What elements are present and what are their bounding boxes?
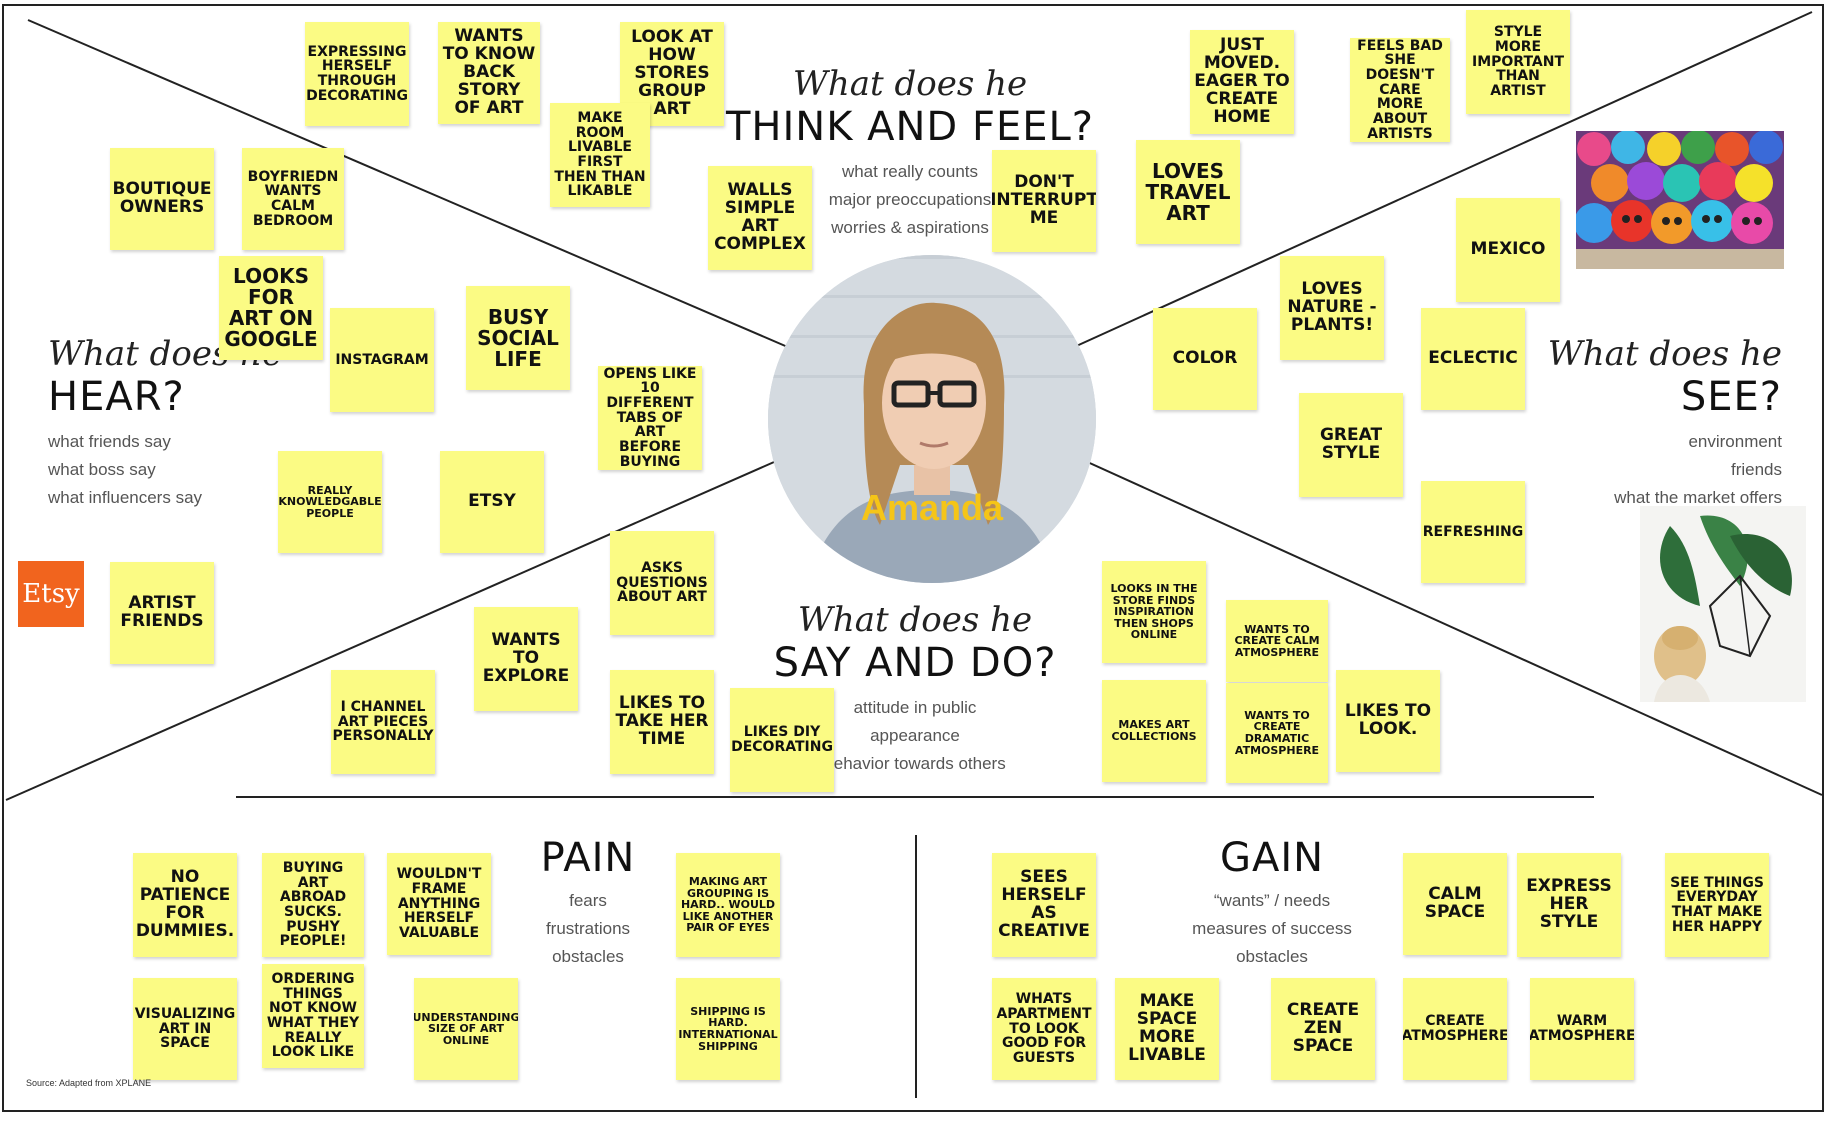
- sugar-skulls-photo: [1576, 131, 1784, 269]
- sticky-note[interactable]: Just moved. Eager to create home: [1190, 30, 1294, 134]
- see-line: friends: [1730, 460, 1782, 479]
- sticky-note[interactable]: Expressing herself through decorating: [305, 22, 409, 126]
- say-title: SAY AND DO?: [773, 640, 1057, 686]
- sticky-note[interactable]: Don't interrupt me: [992, 150, 1096, 252]
- sticky-note[interactable]: Style more important than artist: [1466, 10, 1570, 114]
- sticky-note[interactable]: Really knowledgable people: [278, 451, 382, 553]
- sticky-note[interactable]: Likes to take her time: [610, 670, 714, 774]
- sticky-note[interactable]: Etsy: [440, 451, 544, 553]
- hear-line: what influencers say: [48, 488, 203, 507]
- sticky-note[interactable]: Sees herself as creative: [992, 853, 1096, 957]
- sticky-note[interactable]: Create zen space: [1271, 978, 1375, 1080]
- think-line: major preoccupations: [828, 190, 992, 209]
- sticky-note[interactable]: Busy social life: [466, 286, 570, 390]
- think-title: THINK AND FEEL?: [725, 104, 1095, 150]
- sticky-note[interactable]: Boutique owners: [110, 148, 214, 250]
- hear-title: HEAR?: [48, 374, 185, 420]
- sticky-note[interactable]: Refreshing: [1421, 481, 1525, 583]
- plant-photo: [1640, 506, 1806, 702]
- sticky-note[interactable]: Visualizing art in space: [133, 978, 237, 1080]
- sticky-note[interactable]: Wants to explore: [474, 607, 578, 711]
- pain-line: obstacles: [552, 947, 624, 966]
- sticky-note[interactable]: Look at how stores group art: [620, 22, 724, 126]
- sticky-note[interactable]: Make space more livable: [1115, 978, 1219, 1080]
- sticky-note[interactable]: Walls simple art complex: [708, 166, 812, 270]
- see-script: What does he: [1547, 334, 1782, 374]
- persona-name: Amanda: [860, 487, 1004, 528]
- sticky-note[interactable]: Wants to create dramatic atmosphere: [1226, 683, 1328, 783]
- sticky-note[interactable]: Looks in the store finds inspiration the…: [1102, 561, 1206, 663]
- say-line: attitude in public: [853, 698, 977, 717]
- sticky-note[interactable]: Eclectic: [1421, 308, 1525, 410]
- pain-heading: PAIN fears frustrations obstacles: [490, 835, 686, 971]
- sticky-note[interactable]: Making art grouping is hard.. would like…: [676, 853, 780, 957]
- sticky-note[interactable]: Asks questions about art: [610, 531, 714, 635]
- sticky-note[interactable]: Great style: [1299, 393, 1403, 497]
- pain-line: fears: [569, 891, 607, 910]
- sticky-note[interactable]: Opens like 10 different tabs of art befo…: [598, 366, 702, 470]
- sticky-note[interactable]: Shipping is hard. International shipping: [676, 978, 780, 1080]
- sticky-note[interactable]: Express her style: [1517, 853, 1621, 957]
- gain-line: “wants” / needs: [1213, 891, 1331, 910]
- sticky-note[interactable]: Loves nature - plants!: [1280, 256, 1384, 360]
- sticky-note[interactable]: Artist friends: [110, 562, 214, 664]
- sticky-note[interactable]: Makes art collections: [1102, 680, 1206, 782]
- think-script: What does he: [792, 64, 1028, 104]
- etsy-logo: Etsy: [18, 561, 84, 627]
- sticky-note[interactable]: Buying art abroad sucks. Pushy people!: [262, 853, 364, 957]
- say-line: appearance: [870, 726, 960, 745]
- pain-title: PAIN: [540, 835, 636, 881]
- sticky-note[interactable]: Likes DIY decorating: [730, 688, 834, 792]
- sticky-note[interactable]: Looks for art on Google: [219, 256, 323, 360]
- sticky-note[interactable]: Understanding size of art online: [414, 978, 518, 1080]
- sticky-note[interactable]: I channel art pieces personally: [331, 670, 435, 774]
- hear-line: what boss say: [48, 460, 156, 479]
- persona-photo-icon: [768, 255, 1096, 583]
- source-caption: Source: Adapted from XPLANE: [26, 1078, 152, 1088]
- sticky-note[interactable]: Feels bad she doesn't care more about ar…: [1350, 38, 1450, 142]
- think-line: what really counts: [841, 162, 979, 181]
- sticky-note[interactable]: No patience for dummies.: [133, 853, 237, 957]
- think-heading: What does he THINK AND FEEL? what really…: [680, 64, 1140, 242]
- sticky-note[interactable]: Mexico: [1456, 198, 1560, 302]
- gain-line: obstacles: [1236, 947, 1308, 966]
- sticky-note[interactable]: Warm atmosphere: [1530, 978, 1634, 1080]
- plant-icon: [1640, 506, 1806, 702]
- see-line: what the market offers: [1614, 488, 1782, 507]
- gain-heading: GAIN “wants” / needs measures of success…: [1150, 835, 1394, 971]
- see-heading: What does he SEE? environment friends wh…: [1530, 334, 1782, 512]
- say-heading: What does he SAY AND DO? attitude in pub…: [700, 600, 1130, 778]
- sticky-note[interactable]: Color: [1153, 308, 1257, 410]
- gain-title: GAIN: [1219, 835, 1325, 881]
- sticky-note[interactable]: Wants to know back story of art: [438, 22, 540, 124]
- sticky-note[interactable]: Likes to look.: [1336, 670, 1440, 772]
- sticky-note[interactable]: Make room livable first then than likabl…: [550, 103, 650, 207]
- sticky-note[interactable]: Instagram: [330, 308, 434, 412]
- sticky-note[interactable]: Loves travel art: [1136, 140, 1240, 244]
- pain-line: frustrations: [545, 919, 631, 938]
- sticky-note[interactable]: Ordering things not know what they reall…: [262, 964, 364, 1068]
- sticky-note[interactable]: See things everyday that make her happy: [1665, 853, 1769, 957]
- sticky-note[interactable]: Calm space: [1403, 853, 1507, 955]
- sticky-note[interactable]: Wants to create calm atmosphere: [1226, 600, 1328, 682]
- see-title: SEE?: [1680, 374, 1782, 420]
- gain-line: measures of success: [1192, 919, 1352, 938]
- sticky-note[interactable]: Wouldn't frame anything herself valuable: [387, 853, 491, 955]
- think-line: worries & aspirations: [831, 218, 989, 237]
- sugar-skulls-icon: [1576, 131, 1784, 269]
- persona-avatar: Amanda: [768, 255, 1096, 583]
- hear-heading: What does he HEAR? what friends say what…: [48, 334, 298, 512]
- see-line: environment: [1688, 432, 1782, 451]
- sticky-note[interactable]: Boyfriedn wants calm bedroom: [242, 148, 344, 250]
- hear-line: what friends say: [48, 432, 171, 451]
- sticky-note[interactable]: Create atmosphere: [1403, 978, 1507, 1080]
- say-line: behavior towards others: [824, 754, 1006, 773]
- board-frame: [2, 4, 1824, 1112]
- say-script: What does he: [797, 600, 1033, 640]
- sticky-note[interactable]: Whats apartment to look good for guests: [992, 978, 1096, 1080]
